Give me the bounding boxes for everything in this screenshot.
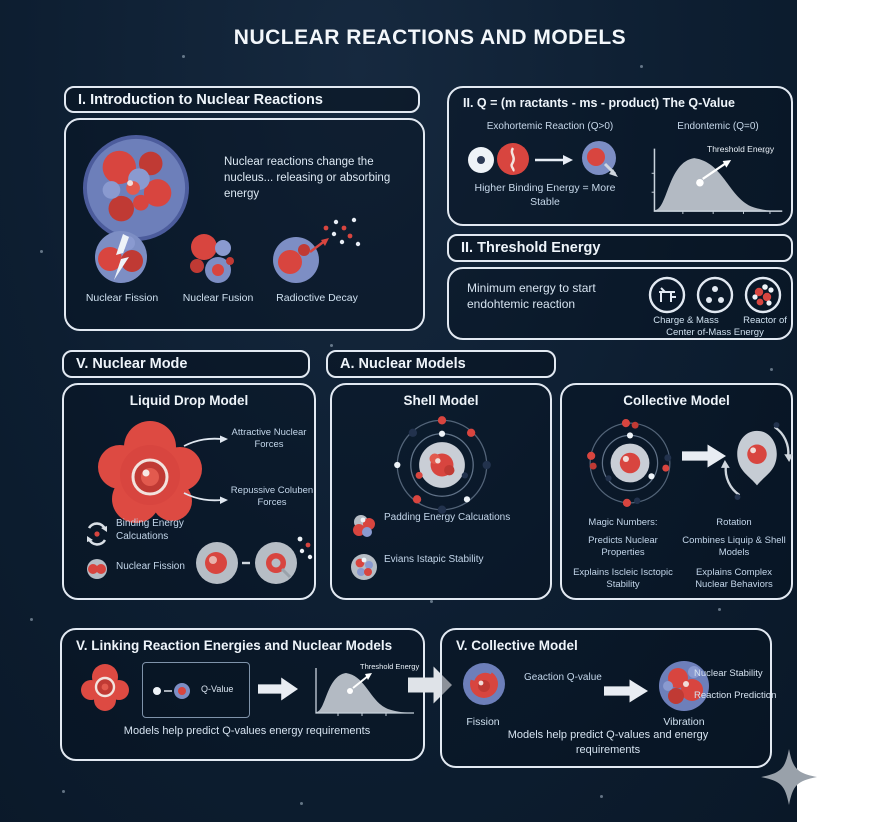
qvalue-section-box: II. Q = (m ractants - ms - product) The … [447, 86, 793, 226]
prediction-label: Reaction Prediction [694, 690, 777, 701]
repulsive-arrow-icon [183, 492, 228, 504]
fusion-label: Nuclear Fusion [182, 292, 254, 304]
star-dot [640, 65, 643, 68]
vibration-icon [656, 658, 712, 714]
final-qvalue-text: Geaction Q-value [524, 672, 602, 683]
vibration-label: Vibration [663, 716, 705, 728]
collective-right-item-2: Combines Liquip & Shell Models [682, 535, 786, 559]
final-fission-icon [460, 660, 508, 708]
linking-caption: Models help predict Q-values energy requ… [123, 725, 371, 737]
collective-left-item-3: Explains Iscleic Isctopic Stability [573, 567, 673, 591]
threshold-caption-2: Reactor of [743, 315, 787, 326]
shell-item1-label: Padding Energy Calcuations [384, 512, 511, 523]
models-section-header: A. Nuclear Models [326, 350, 556, 378]
linking-arrow [258, 677, 298, 701]
intro-description: Nuclear reactions change the nucleus... … [224, 156, 391, 201]
small-fission-icon [85, 557, 109, 581]
shell-model-title: Shell Model [403, 393, 479, 408]
charge-mass-icon [647, 275, 687, 315]
threshold-section-header: II. Threshold Energy [447, 234, 793, 262]
collective-model-title: Collective Model [623, 393, 730, 408]
stability-label: Nuclear Stability [694, 668, 763, 679]
nuclear-fission-mini-label: Nuclear Fission [116, 561, 185, 572]
linking-header: V. Linking Reaction Energies and Nuclear… [76, 638, 393, 653]
star-dot [30, 618, 33, 621]
collective-right-item-1: Rotation [716, 517, 752, 528]
liquid-model-title: Liquid Drop Model [129, 393, 249, 408]
collective-final-box: V. Collective Model Fission Geaction Q-v… [440, 628, 776, 768]
collective-left-item-2: Predicts Nuclear Properties [588, 535, 658, 559]
liquid-section-header: V. Nuclear Mode [62, 350, 310, 378]
star-dot [718, 608, 721, 611]
star-dot [770, 368, 773, 371]
shell-atom-illustration [390, 413, 494, 517]
three-particles-icon [695, 275, 735, 315]
qvalue-graph-label: Threshold Energy [707, 144, 775, 154]
qvalue-mini-label: Q-Value [201, 684, 234, 694]
fission-split-diagram [192, 531, 314, 591]
fission-label: Nuclear Fission [85, 292, 159, 304]
sparkle-icon [760, 748, 818, 806]
threshold-graph [645, 136, 787, 220]
endothermic-title: Endontemic (Q=0) [677, 121, 759, 132]
collective-atom-illustration [584, 417, 676, 509]
attractive-arrow-icon [183, 435, 228, 447]
threshold-header-label: II. Threshold Energy [461, 240, 601, 256]
qvalue-header: II. Q = (m ractants - ms - product) The … [463, 96, 735, 110]
intro-section-header: I. Introduction to Nuclear Reactions [64, 86, 420, 113]
liquid-section-box: Liquid Drop Model Attractive Nuclear For… [62, 383, 316, 600]
background-panel: NUCLEAR REACTIONS AND MODELS I. Introduc… [0, 0, 817, 822]
radioactive-decay-icon [266, 216, 376, 288]
qvalue-mini-diagram: Q-Value [142, 662, 250, 718]
threshold-caption-3: Center of-Mass Energy [666, 327, 764, 338]
collective-final-header: V. Collective Model [456, 638, 578, 653]
collective-right-item-3: Explains Complex Nuclear Behaviors [695, 567, 773, 591]
liquid-header-label: V. Nuclear Mode [76, 356, 188, 372]
repulsive-forces-label: Repussive Coluben Forces [230, 485, 314, 509]
shell-item1-icon [350, 511, 378, 539]
nucleus-illustration-icon [82, 134, 190, 242]
models-header-label: A. Nuclear Models [340, 356, 466, 372]
shell-item2-icon [348, 551, 380, 583]
collective-model-box: Collective Model [560, 383, 794, 600]
linking-threshold-graph [308, 660, 420, 720]
shell-item2-label: Evians Istapic Stability [384, 554, 484, 565]
exothermic-title: Exohortemic Reaction (Q>0) [486, 121, 614, 132]
star-dot [300, 802, 303, 805]
star-dot [330, 344, 333, 347]
binding-energy-icon [84, 521, 110, 547]
linking-section-box: V. Linking Reaction Energies and Nuclear… [60, 628, 425, 761]
nuclear-fission-icon [92, 228, 150, 286]
linking-graph-label: Threshold Energy [360, 662, 420, 671]
intro-header-label: I. Introduction to Nuclear Reactions [78, 91, 323, 108]
star-dot [62, 790, 65, 793]
collective-final-caption: Models help predict Q-values and energy … [507, 729, 709, 756]
exothermic-caption: Higher Binding Energy = More Stable [474, 182, 616, 208]
star-dot [762, 150, 765, 153]
star-dot [40, 250, 43, 253]
page-title: NUCLEAR REACTIONS AND MODELS [233, 26, 627, 49]
binding-energy-label: Binding Energy Calcuations [116, 518, 184, 542]
star-dot [182, 55, 185, 58]
star-dot [430, 600, 433, 603]
collective-left-item-1: Magic Numbers: [588, 517, 658, 528]
linking-blob-icon [78, 660, 132, 714]
liquid-drop-illustration [92, 415, 210, 533]
deformed-nucleus-illustration [720, 415, 794, 509]
reactor-cluster-icon [743, 275, 783, 315]
nuclear-fusion-icon [184, 230, 240, 286]
final-fission-label: Fission [466, 716, 500, 728]
intro-section-box: Nuclear reactions change the nucleus... … [64, 118, 425, 331]
threshold-caption-1: Charge & Mass [653, 315, 719, 326]
decay-label: Radioctive Decay [276, 292, 358, 304]
exothermic-reaction-icon [465, 138, 633, 180]
attractive-forces-label: Attractive Nuclear Forces [231, 427, 307, 451]
shell-model-box: Shell Model [330, 383, 552, 600]
star-dot [600, 795, 603, 798]
threshold-text: Minimum energy to start endohtemic react… [467, 281, 596, 312]
threshold-section-box: Minimum energy to start endohtemic react… [447, 267, 793, 340]
